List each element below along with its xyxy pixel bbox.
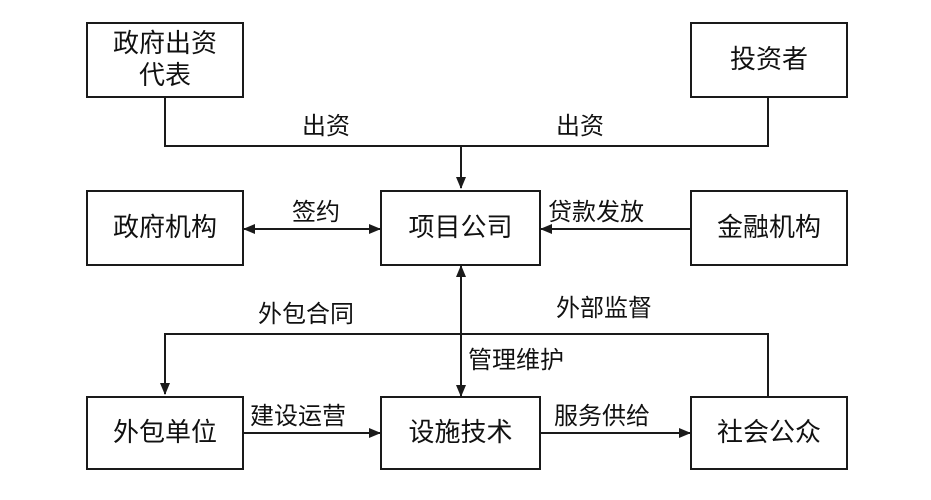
edge-label-sign: 签约 [292, 198, 340, 226]
node-gov-investment-rep: 政府出资代表 [86, 22, 244, 98]
edge-label-construction: 建设运营 [250, 402, 346, 430]
node-gov-agency: 政府机构 [86, 190, 244, 266]
node-investor-label: 投资者 [729, 44, 808, 75]
edge-label-invest-left: 出资 [302, 112, 350, 140]
node-financial-institution-label: 金融机构 [716, 212, 821, 243]
node-project-company: 项目公司 [380, 190, 541, 266]
edge-label-external-supervision: 外部监督 [556, 294, 652, 322]
node-gov-agency-label: 政府机构 [112, 212, 217, 243]
supervision-loop-line [160, 333, 769, 396]
node-public: 社会公众 [690, 396, 848, 470]
node-public-label: 社会公众 [716, 417, 821, 448]
node-investor: 投资者 [690, 22, 848, 98]
node-gov-investment-rep-label: 政府出资代表 [112, 28, 217, 92]
node-financial-institution: 金融机构 [690, 190, 848, 266]
edge-label-loan: 贷款发放 [548, 198, 644, 226]
edge-label-service: 服务供给 [554, 402, 650, 430]
node-project-company-label: 项目公司 [408, 212, 513, 243]
node-outsourcing-unit-label: 外包单位 [112, 417, 217, 448]
node-outsourcing-unit: 外包单位 [86, 396, 244, 470]
invest-line-left [164, 98, 769, 147]
edge-label-outsourcing-contract: 外包合同 [258, 300, 354, 328]
node-facility-tech: 设施技术 [380, 396, 541, 470]
node-facility-tech-label: 设施技术 [408, 417, 513, 448]
edge-label-management: 管理维护 [468, 346, 564, 374]
edge-label-invest-right: 出资 [556, 112, 604, 140]
